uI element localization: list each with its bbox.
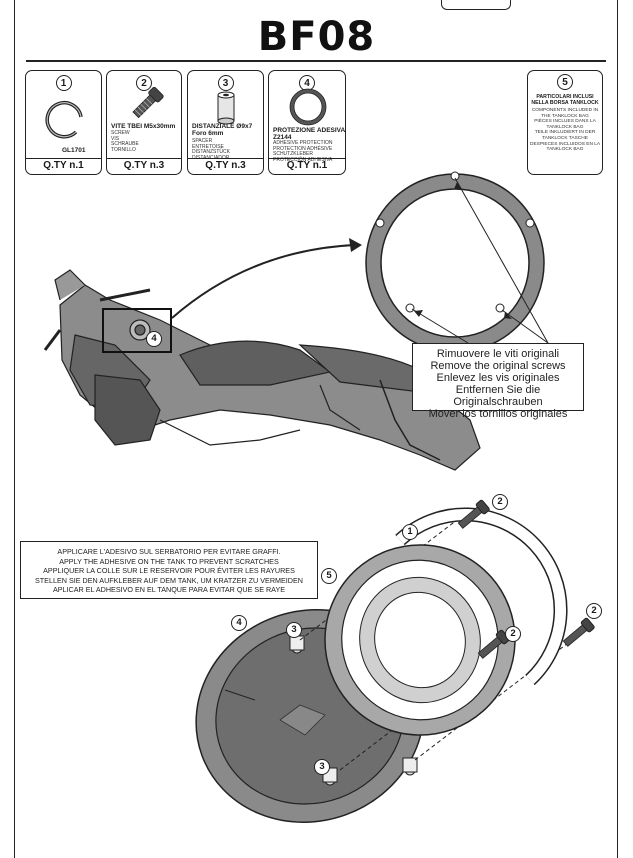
- included-parts-box: 5 PARTICOLARI INCLUSI NELLA BORSA TANKLO…: [527, 70, 603, 175]
- spacer-icon: [217, 91, 235, 125]
- exploded-assembly: [195, 499, 595, 823]
- part-code: GL1701: [62, 147, 86, 154]
- instruction-line: APPLY THE ADHESIVE ON THE TANK TO PREVEN…: [59, 556, 279, 566]
- part-descriptions: SCREW VIS SCHRAUBE TORNILLO: [111, 130, 139, 153]
- callout-ring: 1: [402, 524, 418, 540]
- instruction-line: APPLIQUER LA COLLE SUR LE RESERVOIR POUR…: [43, 566, 295, 575]
- callout-spacer-top: 3: [286, 622, 302, 638]
- adhesive-instructions: APPLICARE L'ADESIVO SUL SERBATORIO PER E…: [20, 541, 318, 599]
- callout-screw-right: 2: [586, 603, 602, 619]
- part-qty: Q.TY n.1: [269, 158, 345, 174]
- callout-spacer-bottom: 3: [314, 759, 330, 775]
- part-card-1: 1 GL1701 Q.TY n.1: [25, 70, 102, 175]
- instruction-line: Entfernen Sie die Originalschrauben: [453, 384, 543, 408]
- motorcycle-illustration: [43, 269, 481, 471]
- instruction-line: Remove the original screws: [430, 360, 566, 372]
- adhesive-ring-icon: [289, 88, 327, 126]
- included-heading: PARTICOLARI INCLUSI NELLA BORSA TANKLOCK: [531, 94, 599, 106]
- instruction-line: Rimuovere le viti originali: [436, 348, 560, 360]
- instruction-line: Mover los tornillos originales: [428, 408, 568, 420]
- part-card-4: 4 PROTEZIONE ADESIVA Z2144 ADHESIVE PROT…: [268, 70, 346, 175]
- instruction-line: APLICAR EL ADHESIVO EN EL TANQUE PARA EV…: [52, 585, 286, 594]
- instruction-line: Enlevez les vis originales: [436, 372, 560, 384]
- screw-icon: [132, 87, 164, 119]
- remove-screws-instructions: Rimuovere le viti originali Remove the o…: [412, 343, 584, 420]
- part-card-3: 3 DISTANZIALE Ø9x7 Foro 6mm SPACER ENTRE…: [187, 70, 264, 175]
- callout-screw-top: 2: [492, 494, 508, 510]
- instruction-line: STELLEN SIE DEN AUFKLEBER AUF DEM TANK, …: [35, 575, 303, 585]
- gasket-detail: [365, 171, 549, 353]
- title-rule: [26, 60, 606, 62]
- callout-moto-adhesive: 4: [146, 331, 162, 347]
- part-number: 2: [136, 75, 152, 91]
- part-name: VITE TBEI M5x30mm: [111, 123, 176, 130]
- snap-ring-icon: [45, 101, 83, 139]
- callout-screw-mid: 2: [505, 626, 521, 642]
- part-qty: Q.TY n.3: [107, 158, 181, 174]
- part-name: PROTEZIONE ADESIVA Z2144: [273, 127, 346, 141]
- part-qty: Q.TY n.1: [26, 158, 101, 174]
- page-tab: [441, 0, 511, 10]
- part-descriptions: SPACER ENTRETOISE DISTANZSTÜCK DISTANCIA…: [192, 138, 230, 161]
- page-title: BF08: [257, 14, 376, 60]
- callout-adhesive: 4: [231, 615, 247, 631]
- part-number: 3: [217, 75, 234, 91]
- callout-flange: 5: [321, 568, 337, 584]
- part-card-2: 2 VITE TBEI M5x30mm SCREW VIS SCHRAUBE T…: [106, 70, 182, 175]
- part-name: DISTANZIALE Ø9x7 Foro 6mm: [192, 123, 253, 137]
- part-descriptions: ADHESIVE PROTECTION PROTECTION ADHÉSIVE …: [273, 140, 333, 163]
- tank-highlight-box: [102, 308, 172, 353]
- included-number: 5: [557, 74, 573, 90]
- part-number: 1: [55, 75, 72, 91]
- instruction-line: APPLICARE L'ADESIVO SUL SERBATORIO PER E…: [57, 547, 281, 556]
- page-frame: [14, 0, 618, 858]
- part-qty: Q.TY n.3: [188, 158, 263, 174]
- included-lines: COMPONENTS INCLUDED IN THE TANKLOCK BAG …: [530, 108, 601, 153]
